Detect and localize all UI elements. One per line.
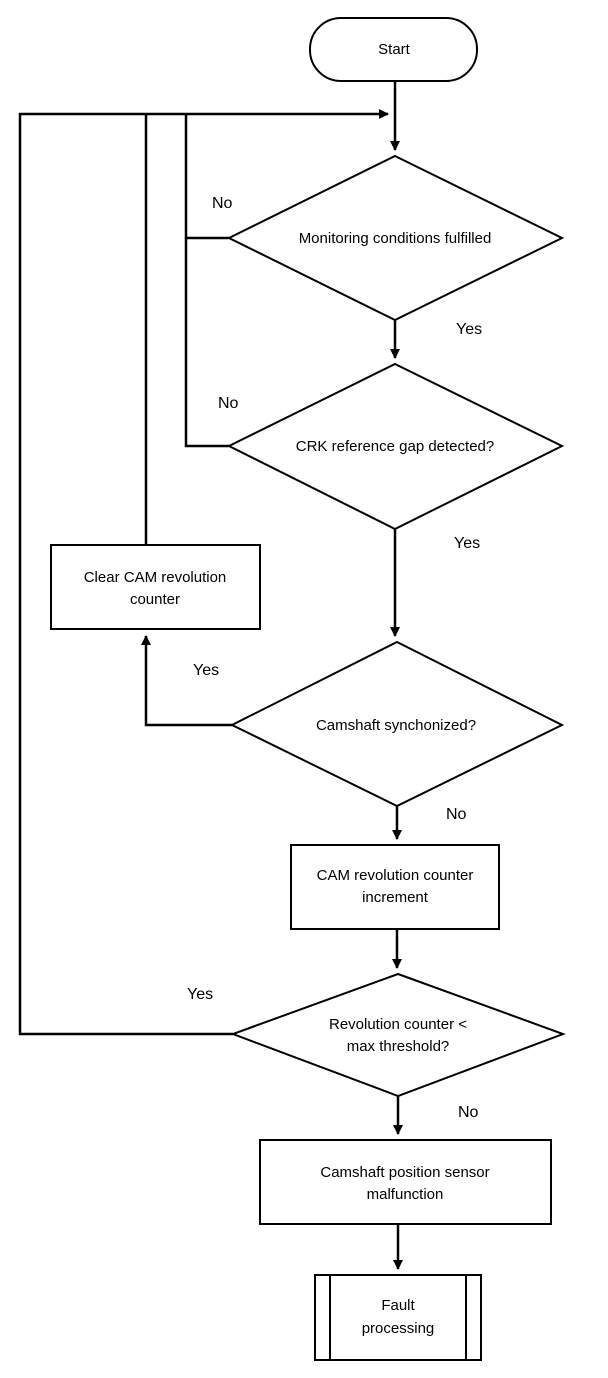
camshaft-sync-decision [229, 640, 565, 808]
edge-crk-no-loop [184, 238, 229, 448]
fault-processing-node [314, 1274, 482, 1361]
increment-process [290, 844, 500, 930]
increment-label-line1: CAM revolution counter [317, 867, 474, 884]
threshold-label-line2: max threshold? [347, 1038, 450, 1055]
crk-yes-label: Yes [454, 535, 480, 552]
increment-label-line2: increment [362, 889, 429, 906]
malfunction-process [259, 1139, 552, 1225]
clear-counter-label-line1: Clear CAM revolution [84, 569, 227, 586]
malfunction-label-line2: malfunction [367, 1186, 444, 1203]
threshold-yes-label: Yes [187, 986, 213, 1003]
clear-counter-label-line2: counter [130, 591, 180, 608]
monitoring-no-label: No [212, 195, 233, 212]
crk-decision [226, 362, 565, 531]
edge-sync-yes [141, 635, 232, 727]
threshold-decision [230, 972, 566, 1098]
threshold-label-line1: Revolution counter < [329, 1016, 467, 1033]
monitoring-yes-label: Yes [456, 321, 482, 338]
edge-threshold-yes-loop [18, 109, 389, 1036]
fault-label-line2: processing [362, 1320, 435, 1337]
edge-monitoring-no-loop [184, 114, 229, 240]
start-terminator [309, 17, 478, 82]
start-label: Start [378, 41, 411, 58]
sync-yes-label: Yes [193, 662, 219, 679]
monitoring-decision [226, 154, 565, 322]
crk-no-label: No [218, 395, 239, 412]
camshaft-sync-label: Camshaft synchonized? [316, 717, 476, 734]
malfunction-label-line1: Camshaft position sensor [320, 1164, 489, 1181]
sync-no-label: No [446, 806, 467, 823]
fault-label-line1: Fault [381, 1297, 415, 1314]
crk-label: CRK reference gap detected? [296, 438, 494, 455]
monitoring-label: Monitoring conditions fulfilled [299, 230, 492, 247]
threshold-no-label: No [458, 1104, 479, 1121]
clear-counter-process [50, 544, 261, 630]
